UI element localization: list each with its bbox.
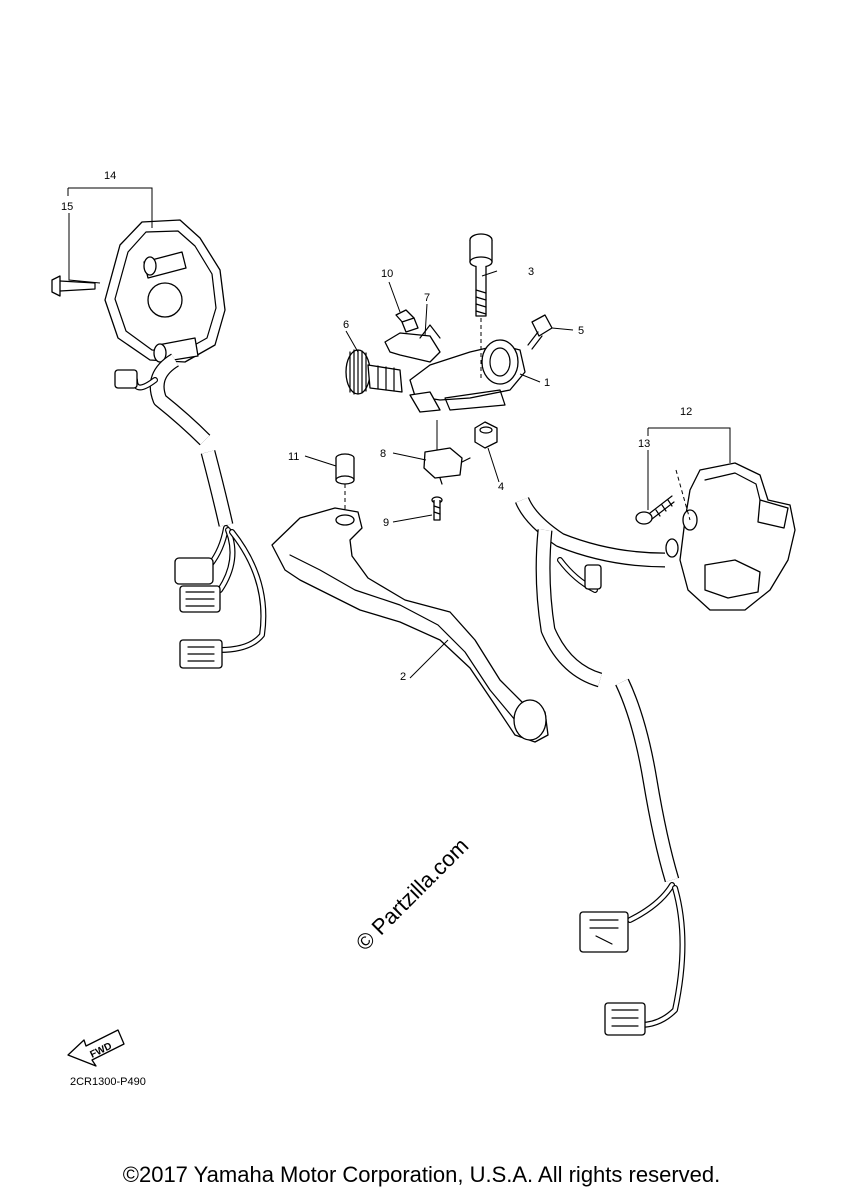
callout-2: 2	[400, 671, 406, 683]
watermark: © Partzilla.com	[351, 833, 474, 956]
callout-7: 7	[424, 292, 430, 304]
copyright-notice: ©2017 Yamaha Motor Corporation, U.S.A. A…	[122, 1162, 721, 1187]
callout-15: 15	[61, 201, 73, 213]
bracket-7[interactable]	[384, 324, 441, 363]
bolt-5[interactable]	[527, 314, 553, 350]
callout-12: 12	[680, 406, 692, 418]
screw-13[interactable]	[635, 495, 675, 525]
callout-1: 1	[544, 377, 550, 389]
bolt-3[interactable]	[469, 233, 493, 380]
screw-9[interactable]	[431, 496, 443, 521]
drawing-code: 2CR1300-P490	[70, 1076, 146, 1088]
callout-9: 9	[383, 517, 389, 529]
callout-3: 3	[528, 266, 534, 278]
right-switch-harness	[515, 496, 686, 1036]
screw-10[interactable]	[395, 309, 419, 333]
callout-14: 14	[104, 170, 116, 182]
callout-10: 10	[381, 268, 393, 280]
leader-lines	[67, 187, 731, 679]
screw-15[interactable]	[51, 275, 96, 297]
nut-4[interactable]	[474, 421, 498, 449]
callout-13: 13	[638, 438, 650, 450]
lever-bracket-1[interactable]	[409, 339, 526, 413]
switch-8[interactable]	[423, 447, 471, 485]
callout-6: 6	[343, 319, 349, 331]
fwd-arrow-icon	[67, 1029, 125, 1067]
adjuster-6[interactable]	[345, 349, 403, 395]
callout-8: 8	[380, 448, 386, 460]
right-handlebar-switch[interactable]	[665, 462, 796, 611]
clutch-lever-2[interactable]	[271, 507, 549, 743]
callout-5: 5	[578, 325, 584, 337]
callout-11: 11	[288, 451, 299, 463]
left-handlebar-switch[interactable]	[104, 219, 226, 363]
left-switch-harness	[114, 353, 267, 669]
callout-4: 4	[498, 481, 504, 493]
collar-11[interactable]	[335, 453, 355, 512]
